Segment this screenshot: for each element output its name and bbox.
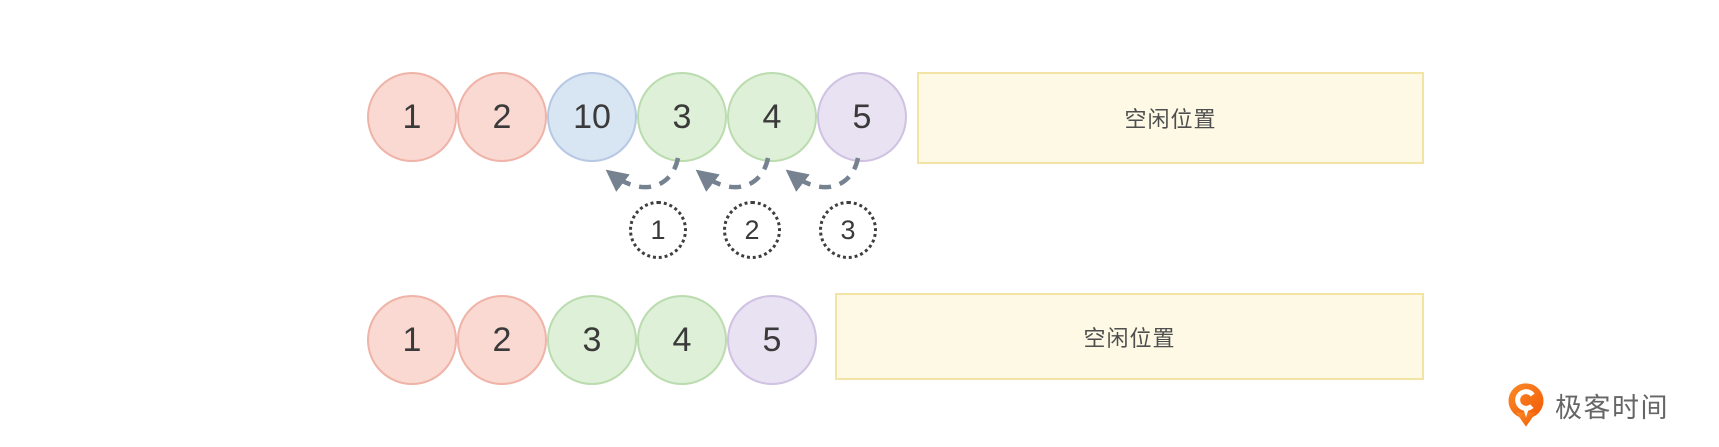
- free-space-box-top: 空闲位置: [917, 72, 1424, 164]
- shift-arrow-3: [785, 157, 861, 192]
- geektime-logo-text: 极客时间: [1555, 392, 1669, 423]
- geektime-logo-icon: [1508, 383, 1544, 427]
- shift-step-2: 2: [723, 201, 781, 259]
- free-space-box-bottom: 空闲位置: [835, 293, 1424, 380]
- array-cell-bottom-4: 5: [727, 295, 817, 385]
- array-cell-bottom-1: 2: [457, 295, 547, 385]
- array-cell-bottom-0: 1: [367, 295, 457, 385]
- shift-step-1: 1: [629, 201, 687, 259]
- shift-arrow-2: [695, 157, 771, 192]
- array-cell-top-1: 2: [457, 72, 547, 162]
- array-cell-top-2: 10: [547, 72, 637, 162]
- shift-step-3: 3: [819, 201, 877, 259]
- geektime-logo: 极客时间: [1506, 382, 1669, 428]
- array-cell-top-5: 5: [817, 72, 907, 162]
- array-cell-top-0: 1: [367, 72, 457, 162]
- array-cell-top-4: 4: [727, 72, 817, 162]
- array-cell-bottom-2: 3: [547, 295, 637, 385]
- array-cell-top-3: 3: [637, 72, 727, 162]
- shift-arrow-1: [605, 157, 681, 192]
- array-cell-bottom-3: 4: [637, 295, 727, 385]
